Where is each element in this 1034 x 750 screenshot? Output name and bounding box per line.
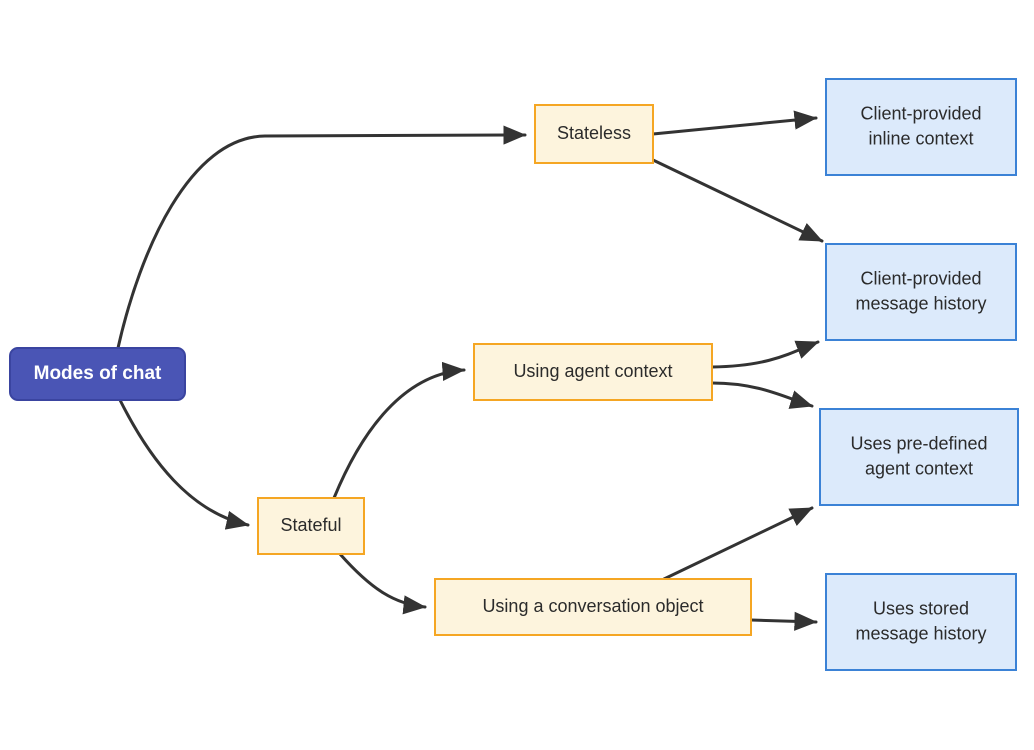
edge-stateful-to-conversation-object [338, 552, 427, 615]
node-root[interactable]: Modes of chat [9, 347, 186, 401]
edge-agent-context-to-predefined-agent-context [710, 381, 814, 409]
node-box-stateless[interactable] [534, 104, 654, 164]
node-label-stateful: Stateful [280, 515, 341, 535]
node-conversation-object[interactable]: Using a conversation object [434, 578, 752, 636]
edge-agent-context-to-message-history [710, 340, 820, 369]
edge-layer [116, 110, 824, 631]
node-label-conversation-object: Using a conversation object [482, 596, 703, 616]
node-stateless[interactable]: Stateless [534, 104, 654, 164]
edge-root-to-stateful [118, 398, 250, 530]
node-stateful[interactable]: Stateful [257, 497, 365, 555]
edge-conversation-object-to-predefined-agent-context [662, 506, 814, 581]
node-agent-context[interactable]: Using agent context [473, 343, 713, 401]
node-box-inline-context[interactable] [825, 78, 1017, 176]
edge-conversation-object-to-stored-message-history [749, 611, 818, 631]
edge-root-to-stateless [116, 125, 527, 350]
node-box-conversation-object[interactable] [434, 578, 752, 636]
node-box-root[interactable] [9, 347, 186, 401]
node-box-stateful[interactable] [257, 497, 365, 555]
node-box-stored-message-history[interactable] [825, 573, 1017, 671]
node-label-agent-context: Using agent context [513, 361, 672, 381]
node-label-root: Modes of chat [34, 363, 162, 384]
node-box-message-history[interactable] [825, 243, 1017, 341]
edge-stateless-to-inline-context [651, 110, 818, 136]
node-box-predefined-agent-context[interactable] [819, 408, 1019, 506]
edge-stateless-to-message-history [651, 158, 824, 243]
node-label-stateless: Stateless [557, 123, 631, 143]
node-box-agent-context[interactable] [473, 343, 713, 401]
edge-stateful-to-agent-context [332, 361, 466, 500]
